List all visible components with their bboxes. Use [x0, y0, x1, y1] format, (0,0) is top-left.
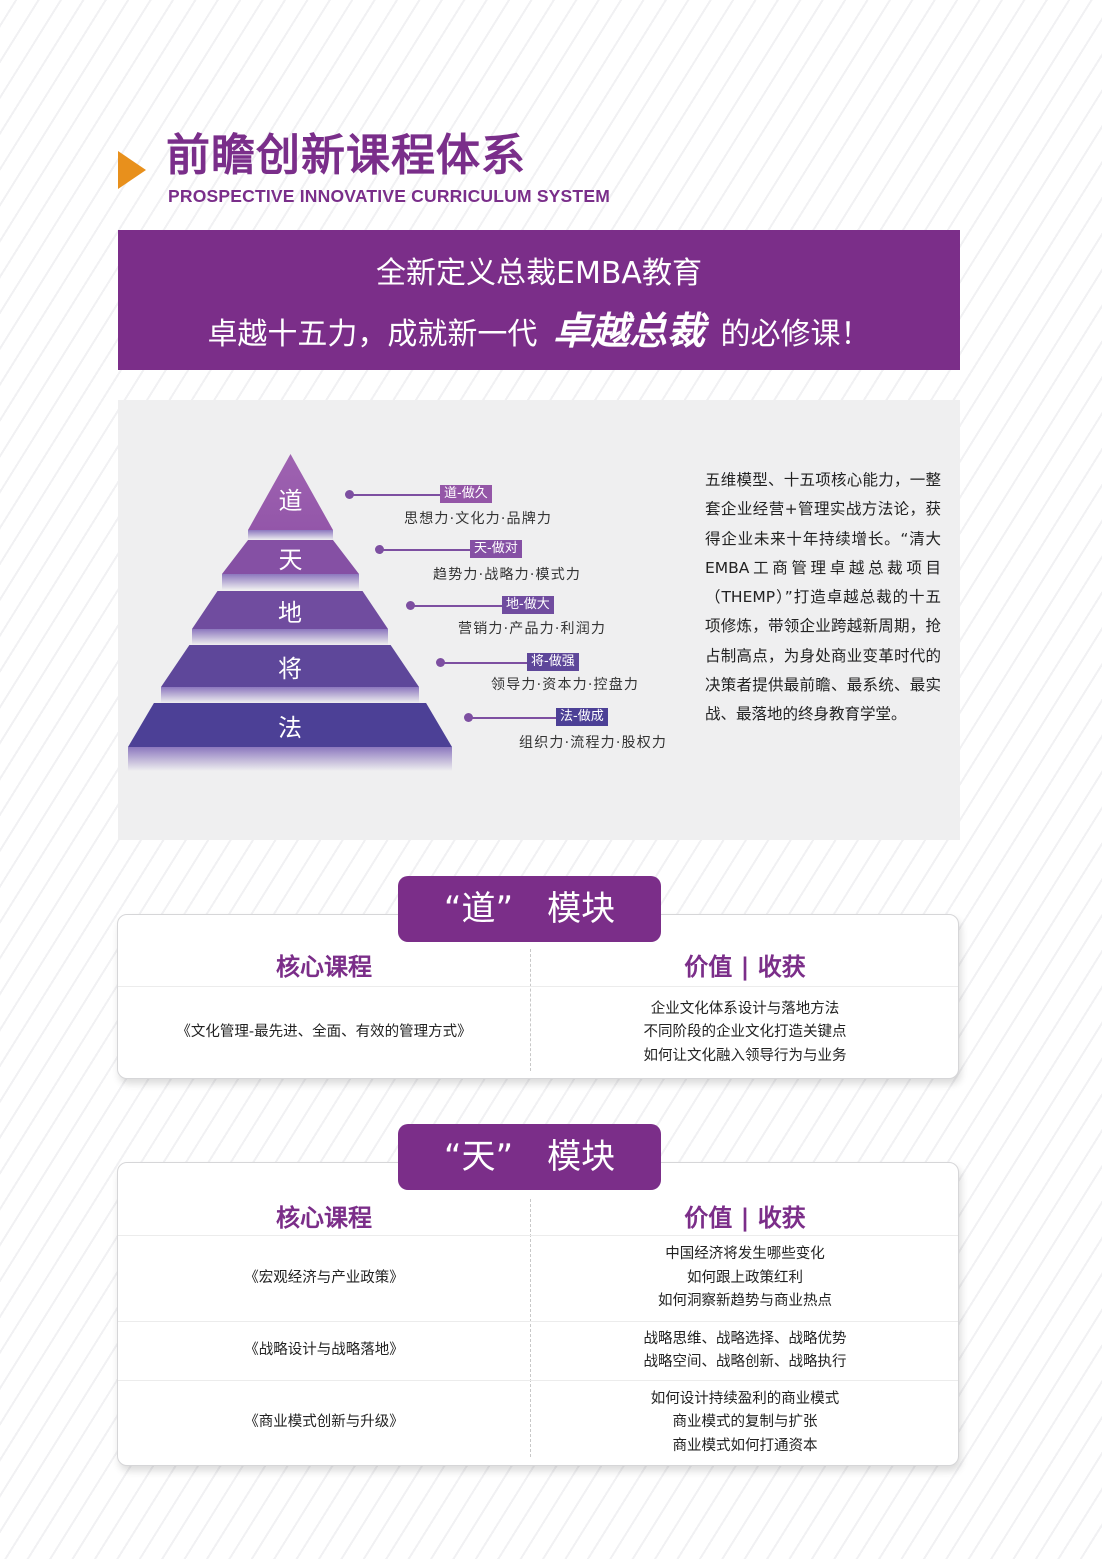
- value-cell: 中国经济将发生哪些变化 如何跟上政策红利 如何洞察新趋势与商业热点: [530, 1236, 960, 1321]
- banner-line-1: 全新定义总裁EMBA教育: [376, 256, 702, 291]
- tier-tag-jiang: 将-做强: [527, 653, 579, 671]
- value-item: 商业模式的复制与扩张: [672, 1414, 818, 1431]
- connector-line: [380, 549, 470, 551]
- tier-desc-fa: 组织力·流程力·股权力: [519, 735, 668, 751]
- column-divider: [530, 949, 531, 1071]
- page-title: 前瞻创新课程体系: [166, 130, 526, 181]
- banner-emphasis: 卓越总裁: [552, 309, 705, 353]
- tier-tag-di: 地-做大: [502, 596, 554, 614]
- module-card-dao: 核心课程 价值 | 收获 《文化管理-最先进、全面、有效的管理方式》 企业文化体…: [117, 914, 959, 1079]
- value-cell: 企业文化体系设计与落地方法 不同阶段的企业文化打造关键点 如何让文化融入领导行为…: [530, 987, 960, 1079]
- connector-dot: [345, 490, 354, 499]
- value-item: 战略思维、战略选择、战略优势: [643, 1330, 847, 1347]
- value-item: 中国经济将发生哪些变化: [665, 1246, 825, 1263]
- row-divider: [118, 1380, 958, 1381]
- tier-tag-dao: 道-做久: [440, 485, 492, 503]
- model-description: 五维模型、十五项核心能力，一整套企业经营+管理实战方法论，获得企业未来十年持续增…: [705, 471, 941, 724]
- course-title: 《文化管理-最先进、全面、有效的管理方式》: [176, 1024, 472, 1041]
- course-cell: 《宏观经济与产业政策》: [118, 1236, 530, 1321]
- tier-desc-jiang: 领导力·资本力·控盘力: [491, 677, 640, 693]
- tier-base: [192, 629, 388, 645]
- banner-prefix: 卓越十五力，成就新一代: [207, 317, 538, 352]
- slogan-banner: 全新定义总裁EMBA教育 卓越十五力，成就新一代 卓越总裁 的必修课！: [118, 230, 960, 370]
- column-divider: [530, 1199, 531, 1457]
- header-divider: [118, 986, 958, 987]
- module-card-tian: 核心课程 价值 | 收获 《宏观经济与产业政策》 中国经济将发生哪些变化 如何跟…: [117, 1162, 959, 1466]
- value-item: 企业文化体系设计与落地方法: [650, 1000, 840, 1017]
- tier-tag-tian: 天-做对: [470, 540, 522, 558]
- pyramid-tier-jiang: 将: [161, 645, 419, 687]
- connector-dot: [406, 601, 415, 610]
- course-cell: 《商业模式创新与升级》: [118, 1381, 530, 1465]
- pyramid-tier-tian: 天: [222, 540, 359, 574]
- connector-line: [469, 717, 556, 719]
- connector-line: [441, 662, 527, 664]
- value-item: 商业模式如何打通资本: [672, 1437, 818, 1454]
- course-title: 《战略设计与战略落地》: [244, 1342, 404, 1359]
- banner-suffix: 的必修课！: [720, 317, 871, 352]
- tier-label: 法: [278, 713, 302, 742]
- value-item: 如何设计持续盈利的商业模式: [650, 1390, 840, 1407]
- course-title: 《宏观经济与产业政策》: [244, 1269, 404, 1286]
- connector-line: [350, 494, 440, 496]
- tier-desc-dao: 思想力·文化力·品牌力: [404, 511, 553, 527]
- column-header-courses: 核心课程: [276, 1204, 372, 1232]
- connector-dot: [436, 658, 445, 667]
- tier-base: [128, 747, 452, 771]
- tier-label: 道: [278, 486, 303, 515]
- column-header-value: 价值 | 收获: [684, 953, 806, 981]
- module-title-tian: “天” 模块: [398, 1124, 661, 1190]
- tier-base: [222, 574, 359, 590]
- tier-base: [248, 530, 333, 540]
- title-arrow-icon: [118, 151, 146, 189]
- connector-dot: [464, 713, 473, 722]
- value-item: 不同阶段的企业文化打造关键点: [643, 1024, 847, 1041]
- tier-label: 地: [278, 598, 302, 627]
- module-title-dao: “道” 模块: [398, 876, 661, 942]
- connector-dot: [375, 545, 384, 554]
- page-subtitle: PROSPECTIVE INNOVATIVE CURRICULUM SYSTEM: [168, 186, 610, 206]
- row-divider: [118, 1321, 958, 1322]
- value-item: 如何跟上政策红利: [687, 1269, 803, 1286]
- pyramid-tier-fa: 法: [128, 703, 452, 747]
- tier-label: 天: [278, 545, 303, 574]
- header-divider: [118, 1235, 958, 1236]
- connector-line: [411, 605, 502, 607]
- value-item: 如何让文化融入领导行为与业务: [643, 1047, 847, 1064]
- course-title: 《商业模式创新与升级》: [244, 1414, 404, 1431]
- tier-tag-fa: 法-做成: [556, 708, 608, 726]
- banner-line-2: 卓越十五力，成就新一代 卓越总裁 的必修课！: [118, 308, 960, 358]
- tier-base: [161, 687, 419, 703]
- tier-label: 将: [278, 654, 302, 683]
- value-item: 战略空间、战略创新、战略执行: [643, 1354, 847, 1370]
- tier-desc-tian: 趋势力·战略力·模式力: [433, 567, 582, 583]
- tier-desc-di: 营销力·产品力·利润力: [458, 621, 607, 637]
- value-item: 如何洞察新趋势与商业热点: [658, 1293, 832, 1310]
- column-header-value: 价值 | 收获: [684, 1204, 806, 1232]
- value-cell: 如何设计持续盈利的商业模式 商业模式的复制与扩张 商业模式如何打通资本: [530, 1381, 960, 1465]
- column-header-courses: 核心课程: [276, 953, 372, 981]
- pyramid-tier-di: 地: [192, 591, 388, 629]
- value-cell: 战略思维、战略选择、战略优势 战略空间、战略创新、战略执行: [530, 1322, 960, 1380]
- course-cell: 《战略设计与战略落地》: [118, 1322, 530, 1380]
- course-cell: 《文化管理-最先进、全面、有效的管理方式》: [118, 987, 530, 1079]
